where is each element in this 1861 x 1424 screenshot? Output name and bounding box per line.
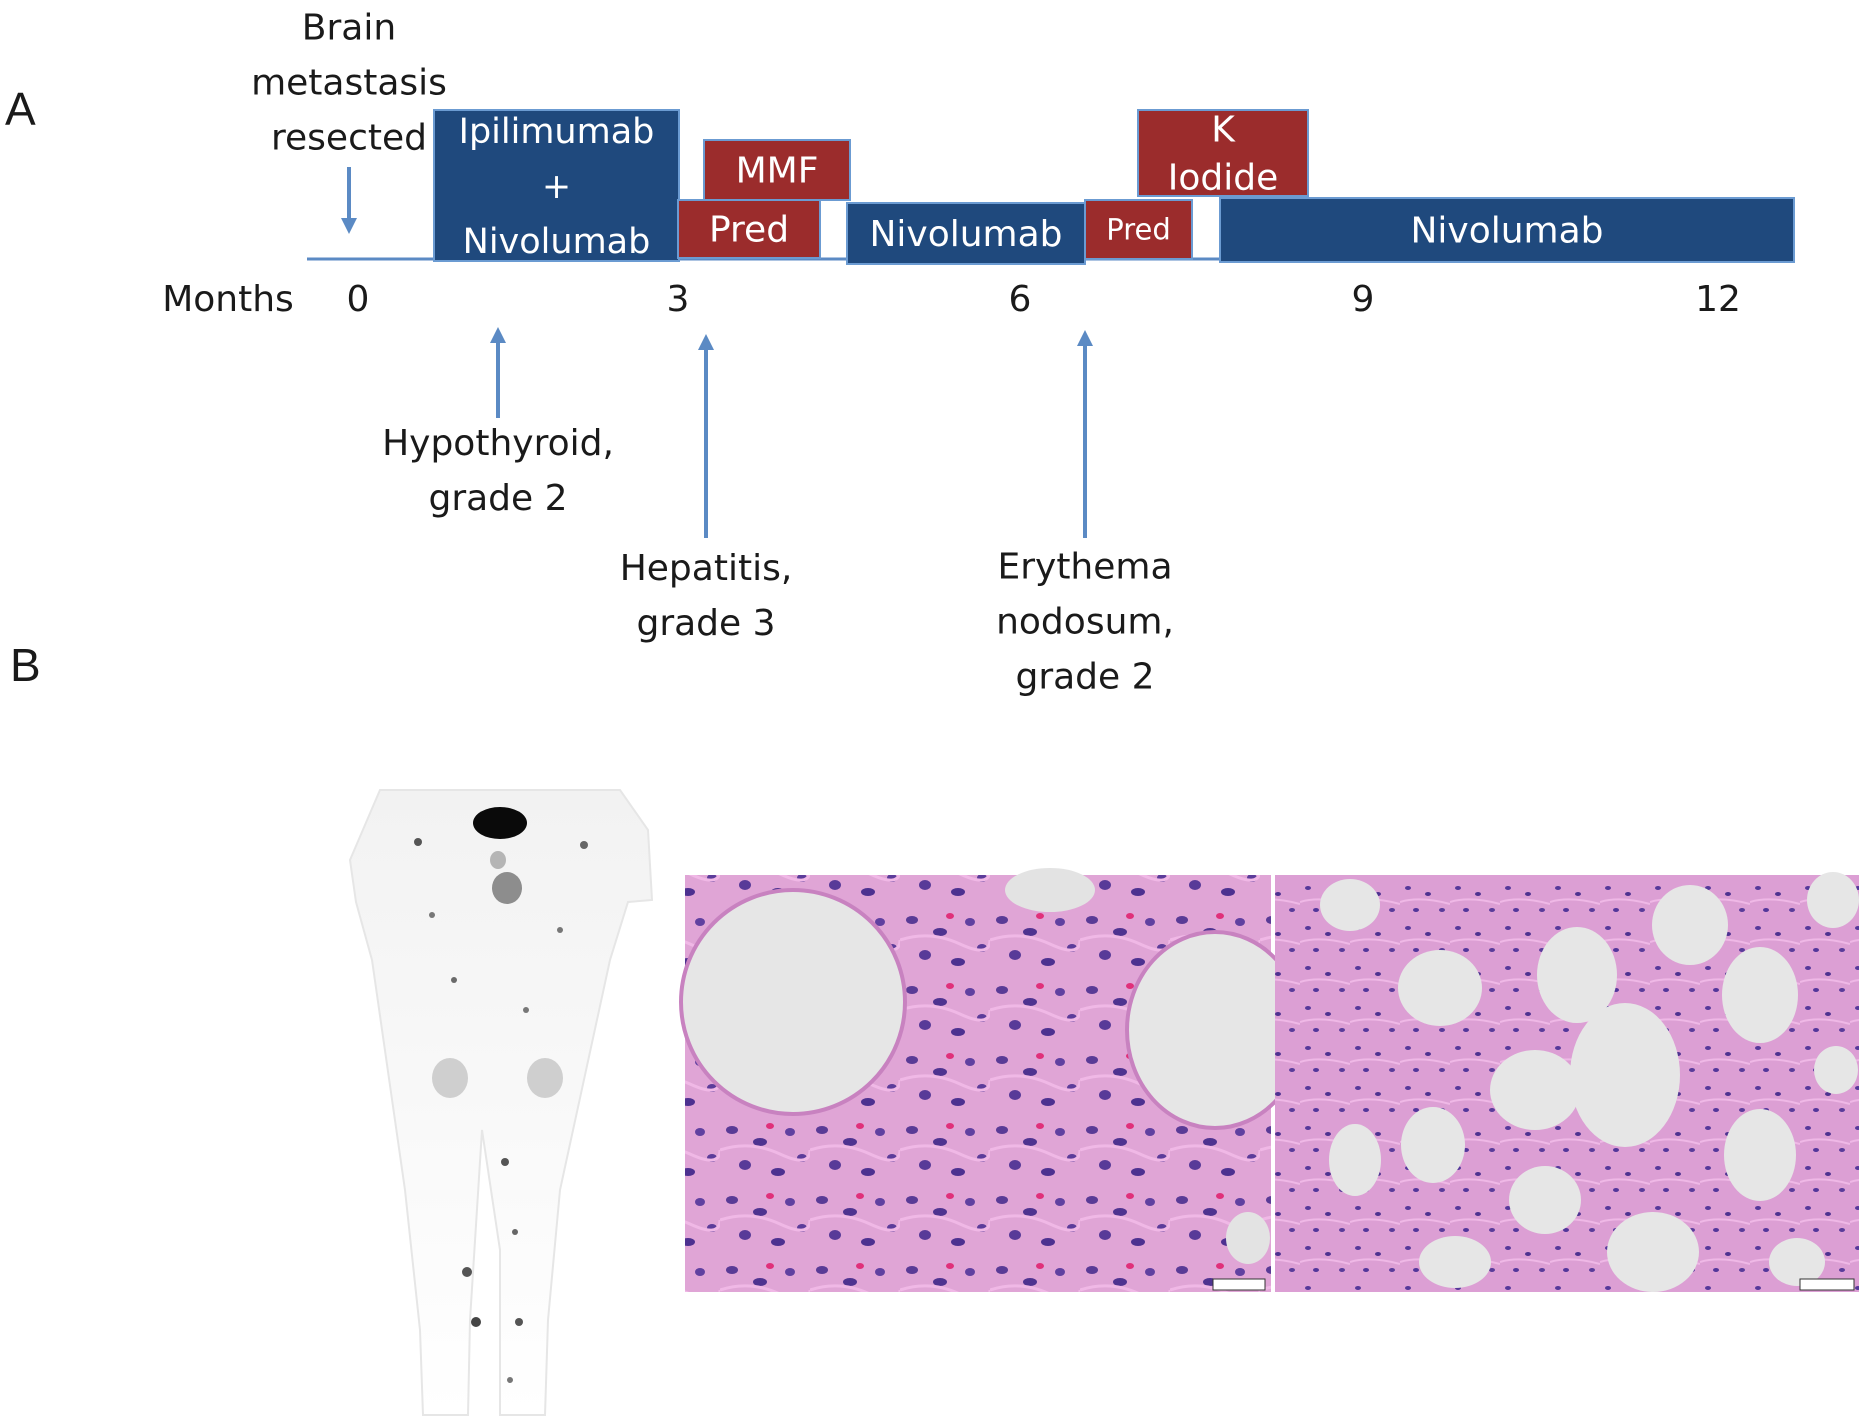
bar-pred-1-label: Pred xyxy=(709,210,789,251)
axis-tick-label: 9 xyxy=(1352,279,1375,320)
panel-a-label: A xyxy=(5,83,36,135)
panel-b-label: B xyxy=(10,639,41,691)
axis-label-months: Months xyxy=(162,279,294,320)
axis-tick-label: 0 xyxy=(347,279,370,320)
histology-image-high-magnification xyxy=(679,868,1305,1292)
pet-scan-image xyxy=(348,789,655,1424)
histology-image-low-magnification xyxy=(1275,872,1859,1292)
bar-pred-2-label: Pred xyxy=(1106,213,1171,247)
bar-pred-1-shape xyxy=(677,199,821,259)
bar-nivolumab-1: Nivolumab xyxy=(846,202,1086,265)
axis-tick-label: 12 xyxy=(1695,279,1741,320)
bar-ipi-nivo-label: Ipilimumab+Nivolumab xyxy=(459,112,655,262)
axis-tick-label: 3 xyxy=(667,279,690,320)
bar-pred-1: Pred xyxy=(677,199,821,259)
bar-pred-2: Pred xyxy=(1084,199,1193,260)
bar-mmf: MMF xyxy=(703,139,851,201)
bar-ipi-nivo-shape xyxy=(433,109,680,262)
bar-nivolumab-2-label: Nivolumab xyxy=(1410,211,1603,252)
bar-nivolumab-2: Nivolumab xyxy=(1219,197,1795,263)
treatment-timeline: Ipilimumab+Nivolumab MMF Pred Nivolumab Pred… xyxy=(162,8,1795,698)
bar-mmf-label: MMF xyxy=(736,151,819,192)
bar-pred-2-shape xyxy=(1084,199,1193,260)
axis-tick-label: 6 xyxy=(1009,279,1032,320)
bar-ipi-nivo: Ipilimumab+Nivolumab xyxy=(433,109,680,262)
bar-nivolumab-2-shape xyxy=(1219,197,1795,263)
event-hepatitis: Hepatitis,grade 3 xyxy=(620,334,793,644)
event-hypothyroid: Hypothyroid,grade 2 xyxy=(382,327,614,519)
bar-nivolumab-1-label: Nivolumab xyxy=(869,214,1062,255)
event-hypothyroid-label: Hypothyroid,grade 2 xyxy=(382,423,614,519)
event-hepatitis-label: Hepatitis,grade 3 xyxy=(620,548,793,644)
bar-k-iodide-shape xyxy=(1137,109,1309,197)
